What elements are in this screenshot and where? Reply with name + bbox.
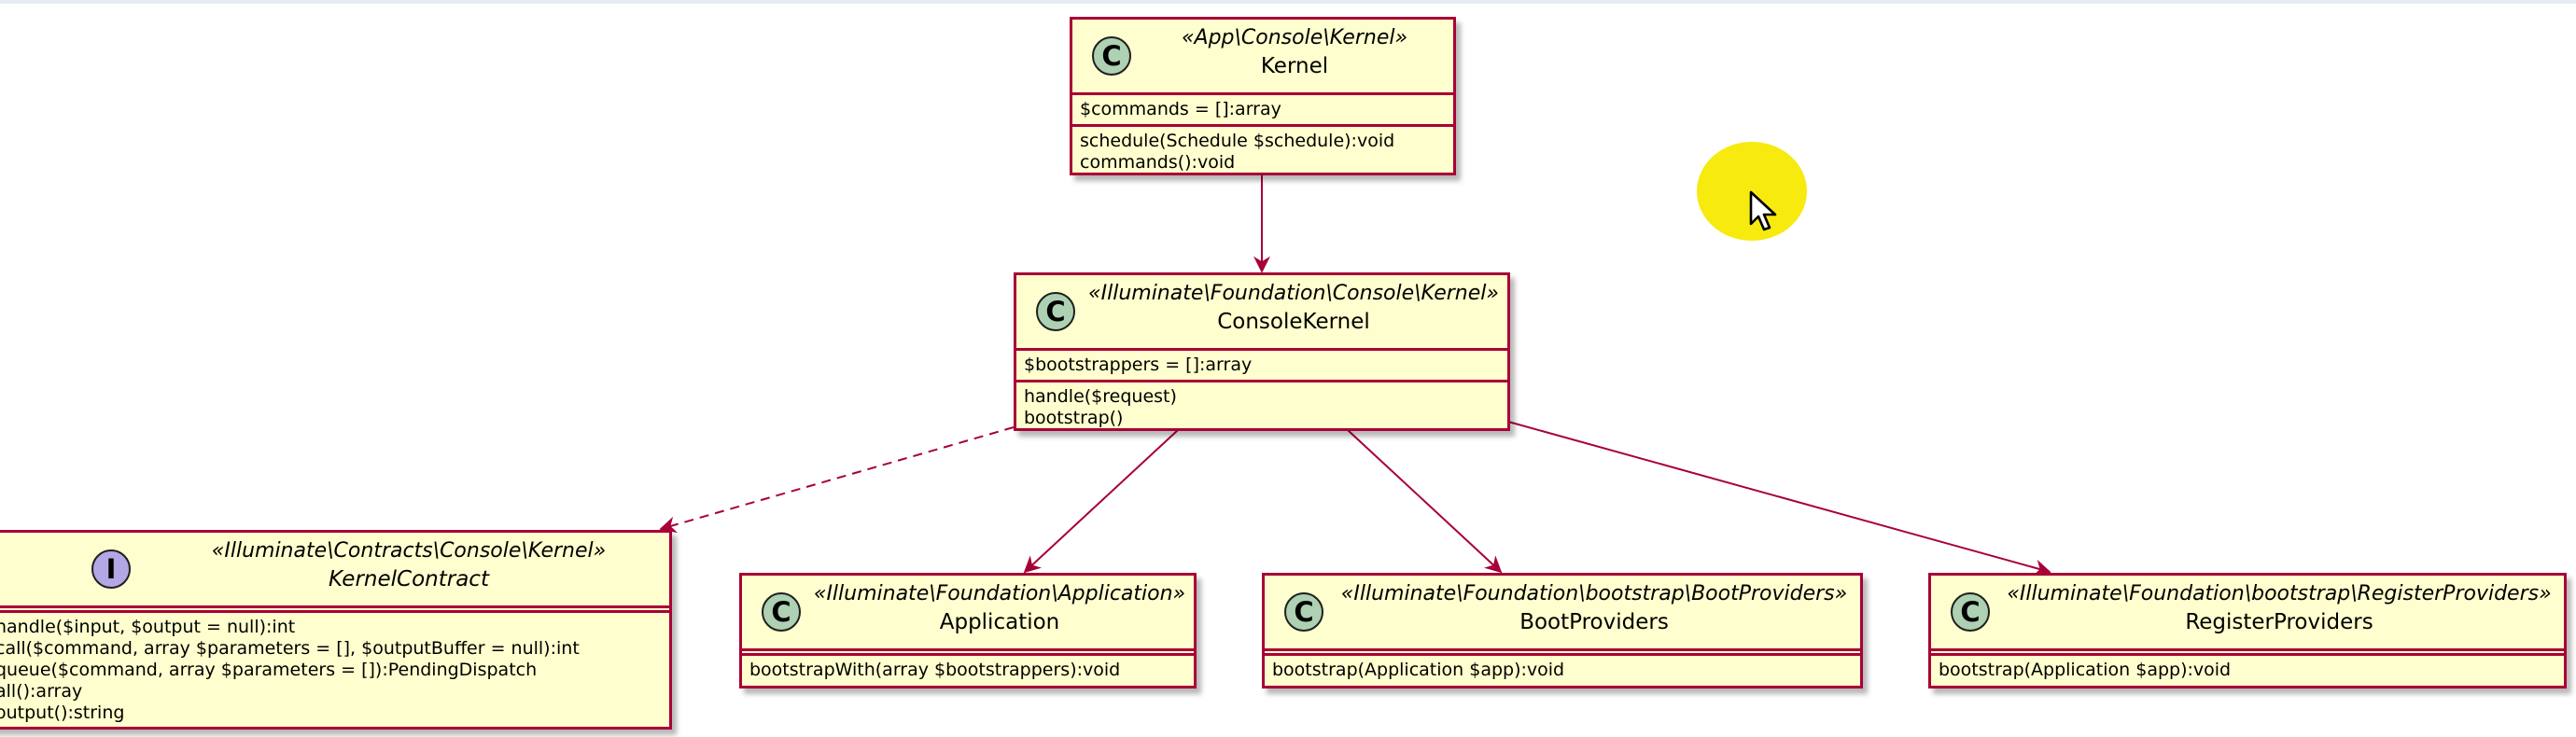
class-application-methods: bootstrapWith(array $bootstrappers):void: [742, 656, 1194, 685]
field-row: $bootstrappers = []:array: [1024, 355, 1253, 375]
class-badge-icon: C: [1951, 592, 1990, 632]
method-row: call($command, array $parameters = [], $…: [0, 638, 580, 659]
interface-kernelcontract-fields: [0, 608, 669, 613]
class-registerproviders-fields: [1931, 651, 2564, 656]
class-consolekernel-stereotype: «Illuminate\Foundation\Console\Kernel»: [1088, 282, 1499, 305]
class-consolekernel-name: ConsoleKernel: [1217, 310, 1370, 334]
interface-kernelcontract-stereotype: «Illuminate\Contracts\Console\Kernel»: [211, 539, 607, 563]
interface-kernelcontract-methods: handle($input, $output = null):int call(…: [0, 613, 669, 728]
method-row: commands():void: [1080, 152, 1236, 173]
class-badge-icon: C: [1092, 36, 1131, 76]
class-kernel-methods: schedule(Schedule $schedule):void comman…: [1072, 127, 1453, 177]
class-kernel-stereotype: «App\Console\Kernel»: [1181, 26, 1408, 49]
method-row: bootstrap(Application $app):void: [1272, 660, 1565, 680]
class-bootproviders-name: BootProviders: [1519, 610, 1669, 634]
class-application-stereotype: «Illuminate\Foundation\Application»: [813, 582, 1186, 605]
method-row: queue($command, array $parameters = []):…: [0, 660, 538, 680]
class-bootproviders-stereotype: «Illuminate\Foundation\bootstrap\BootPro…: [1340, 582, 1848, 605]
edge-consolekernel-to-application: [1023, 429, 1179, 574]
class-bootproviders-fields: [1265, 651, 1860, 656]
method-row: bootstrapWith(array $bootstrappers):void: [749, 660, 1121, 680]
class-badge-icon: C: [1284, 592, 1323, 632]
class-application-fields: [742, 651, 1194, 656]
method-row: all():array: [0, 681, 83, 702]
field-row: $commands = []:array: [1080, 99, 1281, 119]
class-registerproviders-methods: bootstrap(Application $app):void: [1931, 656, 2564, 685]
class-application[interactable]: C «Illuminate\Foundation\Application» Ap…: [739, 573, 1197, 688]
class-consolekernel-methods: handle($request) bootstrap(): [1016, 382, 1507, 433]
class-registerproviders[interactable]: C «Illuminate\Foundation\bootstrap\Regis…: [1928, 573, 2567, 688]
method-row: bootstrap(): [1024, 408, 1124, 428]
class-kernel-name: Kernel: [1260, 54, 1329, 78]
class-badge-icon: C: [762, 592, 801, 632]
class-registerproviders-name: RegisterProviders: [2185, 610, 2373, 634]
class-consolekernel-fields: $bootstrappers = []:array: [1016, 351, 1507, 382]
class-registerproviders-header: C «Illuminate\Foundation\bootstrap\Regis…: [1931, 576, 2564, 651]
edge-consolekernel-to-registerproviders: [1507, 421, 2051, 577]
edge-consolekernel-to-bootproviders: [1347, 429, 1503, 574]
method-row: bootstrap(Application $app):void: [1939, 660, 2232, 680]
method-row: output():string: [0, 702, 125, 723]
method-row: handle($input, $output = null):int: [0, 617, 296, 637]
class-application-name: Application: [939, 610, 1060, 634]
class-badge-icon: C: [1036, 292, 1075, 331]
class-kernel-fields: $commands = []:array: [1072, 95, 1453, 127]
edge-consolekernel-to-kernelcontract: [659, 426, 1015, 534]
interface-kernelcontract-name: KernelContract: [329, 567, 489, 591]
interface-badge-icon: I: [91, 549, 131, 589]
interface-kernelcontract-header: I «Illuminate\Contracts\Console\Kernel» …: [0, 533, 669, 608]
class-consolekernel[interactable]: C «Illuminate\Foundation\Console\Kernel»…: [1014, 272, 1510, 431]
mouse-pointer-icon: [1749, 190, 1777, 231]
class-application-header: C «Illuminate\Foundation\Application» Ap…: [742, 576, 1194, 651]
class-kernel-header: C «App\Console\Kernel» Kernel: [1072, 20, 1453, 95]
class-bootproviders[interactable]: C «Illuminate\Foundation\bootstrap\BootP…: [1262, 573, 1863, 688]
class-registerproviders-stereotype: «Illuminate\Foundation\bootstrap\Registe…: [2007, 582, 2552, 605]
window-top-edge: [0, 0, 2576, 4]
method-row: handle($request): [1024, 386, 1177, 407]
class-kernel[interactable]: C «App\Console\Kernel» Kernel $commands …: [1070, 17, 1456, 175]
class-bootproviders-header: C «Illuminate\Foundation\bootstrap\BootP…: [1265, 576, 1860, 651]
method-row: schedule(Schedule $schedule):void: [1080, 131, 1395, 151]
class-bootproviders-methods: bootstrap(Application $app):void: [1265, 656, 1860, 685]
interface-kernelcontract[interactable]: I «Illuminate\Contracts\Console\Kernel» …: [0, 530, 672, 730]
class-consolekernel-header: C «Illuminate\Foundation\Console\Kernel»…: [1016, 275, 1507, 351]
